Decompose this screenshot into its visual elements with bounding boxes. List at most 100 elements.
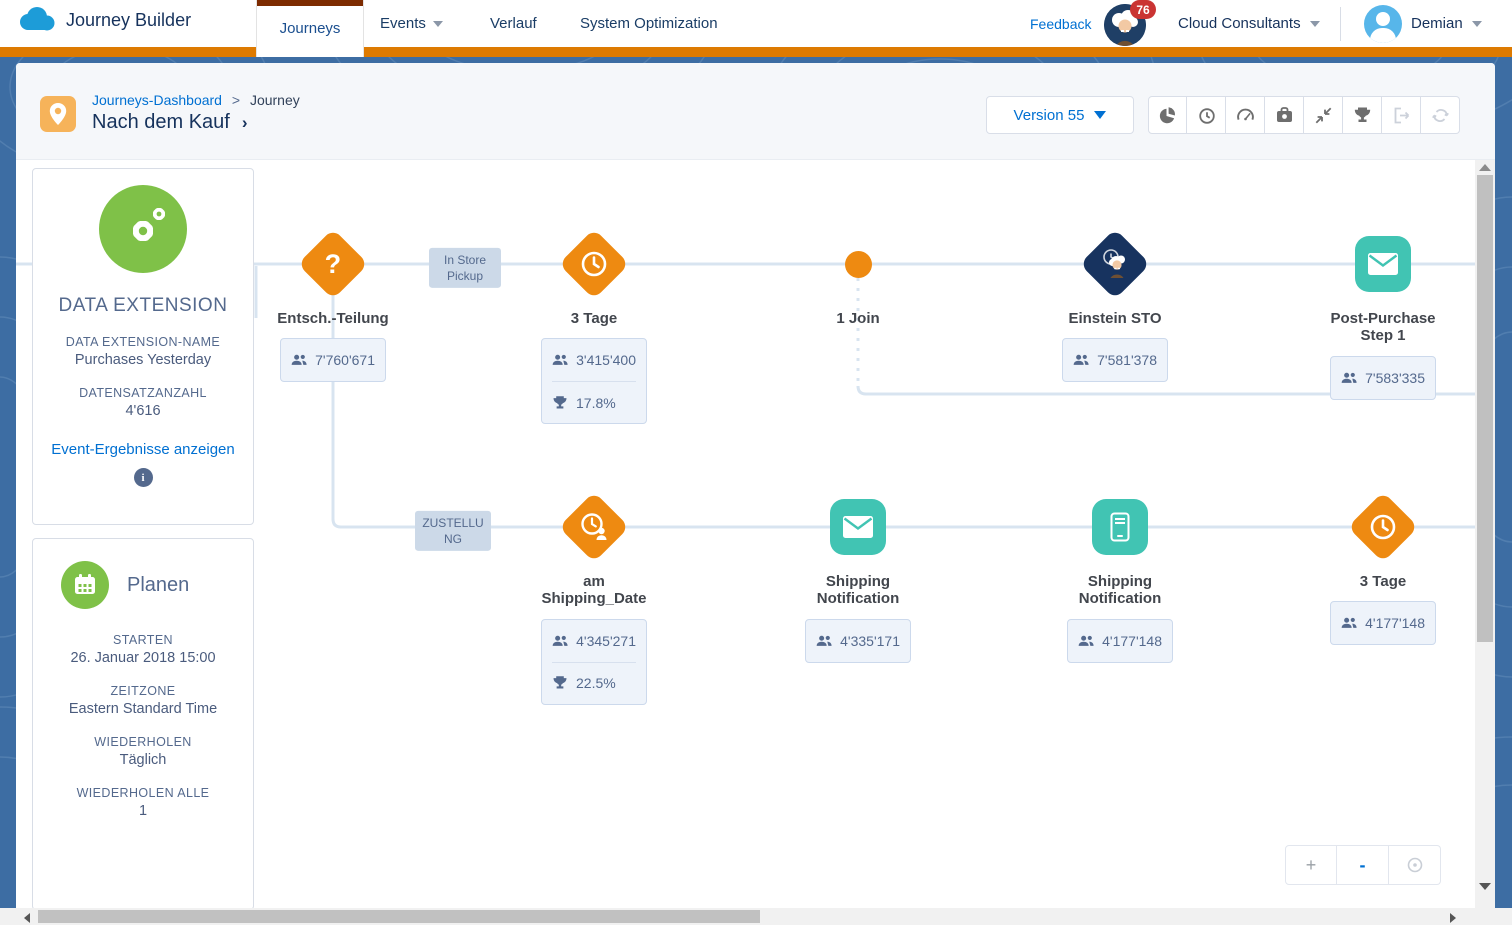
- contacts-icon: [552, 355, 568, 366]
- node-label: am Shipping_Date: [541, 573, 647, 608]
- node-stats: 4'335'171: [805, 618, 911, 663]
- einstein-sto-icon[interactable]: [1079, 228, 1151, 300]
- mobile-message-icon[interactable]: [1092, 499, 1148, 555]
- repeat-value: Täglich: [119, 752, 167, 768]
- node-label: 3 Tage: [1359, 573, 1407, 590]
- app-title: Journey Builder: [66, 9, 192, 30]
- event-results-link[interactable]: Event-Ergebnisse anzeigen: [51, 441, 235, 458]
- vertical-scrollbar[interactable]: [1475, 160, 1495, 908]
- accent-bar: [0, 47, 1512, 57]
- nav-divider: [1340, 7, 1341, 41]
- scroll-left-arrow-icon[interactable]: [24, 913, 30, 923]
- user-avatar: [1364, 4, 1402, 43]
- journey-panel: Journeys-Dashboard > Journey Nach dem Ka…: [16, 63, 1495, 908]
- record-count-value: 4'616: [125, 403, 161, 419]
- contacts-icon: [1073, 355, 1089, 366]
- node-shipping-notification-mobile: Shipping Notification 4'177'148: [1050, 487, 1190, 663]
- de-name-value: Purchases Yesterday: [74, 352, 212, 368]
- vertical-scrollbar-thumb[interactable]: [1477, 175, 1493, 642]
- node-label: Shipping Notification: [1078, 573, 1162, 608]
- calendar-icon: [61, 561, 109, 609]
- goal-icon: [553, 676, 567, 689]
- contacts-icon: [552, 635, 568, 646]
- node-label: 1 Join: [836, 310, 880, 327]
- breadcrumb: Journeys-Dashboard > Journey: [92, 92, 300, 108]
- node-stats: 4'177'148: [1067, 618, 1173, 663]
- snapshot-icon[interactable]: [1265, 96, 1304, 134]
- gauge-icon[interactable]: [1226, 96, 1265, 134]
- scroll-right-arrow-icon[interactable]: [1450, 913, 1456, 923]
- node-am-shipping-date: am Shipping_Date 4'345'271 22.5%: [524, 487, 664, 705]
- schedule-card: Planen STARTEN 26. Januar 2018 15:00 ZEI…: [32, 538, 254, 908]
- scroll-down-arrow-icon[interactable]: [1479, 883, 1491, 890]
- journey-connectors: [16, 262, 1475, 529]
- zoom-in-button[interactable]: +: [1285, 845, 1337, 885]
- journey-canvas[interactable]: In Store Pickup ZUSTELLUNG ? Entsch.-Tei…: [16, 160, 1475, 908]
- tab-journeys[interactable]: Journeys: [256, 0, 364, 57]
- start-label: STARTEN: [113, 633, 173, 647]
- goal-trophy-icon[interactable]: [1343, 96, 1382, 134]
- wait-by-attribute-icon[interactable]: [558, 491, 630, 563]
- node-label: Post-Purchase Step 1: [1330, 310, 1436, 345]
- tab-events[interactable]: Events: [380, 0, 443, 47]
- node-label: 3 Tage: [570, 310, 618, 327]
- timezone-label: ZEITZONE: [110, 684, 176, 698]
- contacts-icon: [1078, 635, 1094, 646]
- scroll-up-arrow-icon[interactable]: [1479, 164, 1491, 171]
- decision-split-icon[interactable]: ?: [297, 228, 369, 300]
- version-selector[interactable]: Version 55: [986, 96, 1134, 134]
- node-einstein-sto: Einstein STO 7'581'378: [1045, 224, 1185, 383]
- feedback-link[interactable]: Feedback: [1030, 15, 1092, 32]
- path-label-zustellung[interactable]: ZUSTELLUNG: [415, 510, 491, 552]
- node-join: 1 Join: [788, 224, 928, 327]
- history-icon[interactable]: [1187, 96, 1226, 134]
- collapse-icon[interactable]: [1304, 96, 1343, 134]
- journey-builder-cloud-logo: [20, 7, 55, 31]
- node-stats: 4'345'271 22.5%: [541, 618, 647, 705]
- copy-journey-icon[interactable]: [1421, 96, 1460, 134]
- info-icon[interactable]: i: [133, 468, 153, 487]
- entry-source-card: DATA EXTENSION DATA EXTENSION-NAME Purch…: [32, 168, 254, 525]
- node-label: Entsch.-Teilung: [277, 310, 389, 327]
- zoom-out-button[interactable]: -: [1337, 845, 1389, 885]
- account-menu[interactable]: Cloud Consultants: [1178, 0, 1320, 47]
- start-value: 26. Januar 2018 15:00: [70, 650, 216, 666]
- node-wait-3-tage-1: 3 Tage 3'415'400 17.8%: [524, 224, 664, 425]
- node-wait-3-tage-2: 3 Tage 4'177'148: [1313, 487, 1453, 646]
- node-post-purchase-step-1: Post-Purchase Step 1 7'583'335: [1313, 224, 1453, 400]
- breadcrumb-dashboard-link[interactable]: Journeys-Dashboard: [92, 92, 222, 108]
- title-chevron-icon[interactable]: ›: [241, 112, 248, 132]
- schedule-heading: Planen: [127, 573, 190, 596]
- export-icon[interactable]: [1382, 96, 1421, 134]
- tab-verlauf[interactable]: Verlauf: [490, 15, 537, 32]
- horizontal-scrollbar-thumb[interactable]: [38, 910, 760, 923]
- timezone-value: Eastern Standard Time: [68, 701, 218, 717]
- tab-system-optimization[interactable]: System Optimization: [580, 15, 718, 32]
- node-stats: 7'760'671: [280, 338, 386, 383]
- repeat-every-value: 1: [138, 803, 148, 819]
- node-stats: 7'581'378: [1062, 338, 1168, 383]
- email-icon[interactable]: [830, 499, 886, 555]
- notification-badge[interactable]: 76: [1130, 0, 1156, 19]
- join-icon[interactable]: [844, 250, 872, 278]
- gears-icon: [99, 185, 187, 273]
- chevron-down-icon: [432, 20, 443, 27]
- chevron-down-icon: [1471, 20, 1482, 27]
- header-toolbar: [1148, 96, 1460, 134]
- horizontal-scrollbar[interactable]: [0, 908, 1512, 925]
- node-label: Shipping Notification: [816, 573, 900, 608]
- top-navigation: Journey Builder Journeys Events Verlauf …: [0, 0, 1512, 57]
- wait-clock-icon[interactable]: [558, 228, 630, 300]
- path-label-in-store-pickup[interactable]: In Store Pickup: [429, 247, 501, 289]
- goal-icon: [553, 396, 567, 409]
- target-icon: [1407, 857, 1422, 873]
- email-icon[interactable]: [1355, 236, 1411, 292]
- zoom-reset-button[interactable]: [1389, 845, 1441, 885]
- user-menu[interactable]: Demian: [1364, 0, 1482, 47]
- wait-clock-icon[interactable]: [1347, 491, 1419, 563]
- node-stats: 7'583'335: [1330, 355, 1436, 400]
- node-stats: 3'415'400 17.8%: [541, 338, 647, 425]
- pie-chart-icon[interactable]: [1148, 96, 1187, 134]
- contacts-icon: [1341, 372, 1357, 383]
- repeat-label: WIEDERHOLEN: [94, 735, 192, 749]
